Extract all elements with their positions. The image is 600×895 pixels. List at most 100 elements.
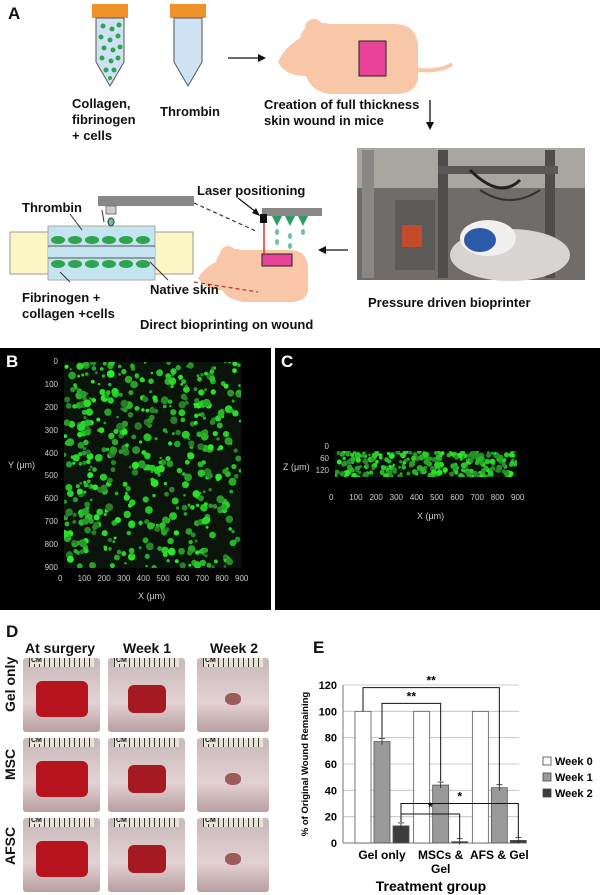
cell-dot: [117, 364, 122, 369]
cell-dot: [84, 526, 91, 534]
cell-dot: [371, 466, 375, 471]
cell-dot: [157, 473, 161, 477]
cell-dot: [512, 451, 516, 453]
cell-dot: [418, 454, 425, 461]
cell-dot: [130, 553, 134, 557]
tick-label: 200: [44, 402, 58, 412]
cell-dot: [128, 390, 134, 396]
cell-dot: [387, 469, 393, 475]
cell-dot: [76, 488, 83, 495]
cell-dot: [178, 409, 186, 417]
cell-dot: [453, 462, 458, 467]
cell-dot: [197, 469, 205, 477]
x-axis-title: X (μm): [138, 591, 166, 601]
cell-dot: [79, 482, 83, 485]
cell-dot: [65, 484, 73, 491]
ruler: CM: [203, 658, 263, 667]
cell-dot: [426, 461, 433, 467]
cell-dot: [82, 460, 87, 465]
cell-dot: [109, 563, 115, 568]
cell-dot: [209, 375, 216, 382]
cell-dot: [355, 469, 359, 473]
cell-dot: [164, 491, 169, 497]
cell-dot: [346, 459, 352, 465]
ruler: CM: [203, 738, 263, 747]
cell-dot: [103, 545, 107, 550]
cell-dot: [108, 432, 115, 440]
cell-dot: [105, 503, 114, 512]
cell-dot: [166, 559, 170, 563]
significance-label: **: [426, 674, 436, 688]
cell-dot: [138, 546, 142, 550]
cell-dot: [96, 508, 104, 516]
cell-dot: [70, 387, 76, 393]
cell-dot: [235, 536, 241, 542]
cell-dot: [183, 386, 190, 393]
cell-dot: [73, 383, 77, 387]
cell-dot: [89, 498, 93, 502]
cell-dot: [153, 408, 159, 414]
cell-dot: [116, 549, 122, 555]
bar: [373, 741, 391, 844]
cell-dot: [98, 427, 105, 434]
cell-dot: [144, 553, 150, 559]
cell-dot: [83, 447, 87, 451]
cell-dot: [192, 490, 201, 498]
cell-dot: [91, 530, 97, 536]
cell-dot: [111, 438, 119, 446]
cell-dot: [121, 429, 128, 435]
cell-dot: [105, 447, 110, 452]
thrombin-tube-icon: [170, 4, 206, 87]
skin-cross-section-icon: [9, 196, 194, 283]
tick-label: 60: [320, 454, 329, 463]
cell-dot: [216, 495, 225, 504]
wound-photo: CM: [197, 658, 269, 732]
cell-dot: [160, 396, 169, 405]
cell-dot: [188, 440, 195, 447]
cell-dot: [362, 458, 369, 465]
row-header-gel: Gel only: [2, 656, 18, 712]
cell-dot: [162, 516, 169, 524]
cell-dot: [215, 473, 223, 481]
cell-dot: [97, 382, 101, 386]
cell-dot: [181, 472, 186, 476]
cell-dot: [511, 458, 515, 462]
cell-dot: [179, 562, 186, 568]
cell-dot: [335, 469, 340, 475]
cell-dot: [181, 430, 190, 439]
cell-dot: [188, 539, 193, 545]
cell-dot: [131, 434, 137, 440]
cell-dot: [440, 451, 445, 456]
cell-dot: [107, 397, 114, 404]
cell-dot: [417, 451, 422, 454]
y-tick-label: 80: [325, 733, 337, 745]
cell-dot: [196, 374, 200, 378]
wound-area: [127, 765, 166, 793]
cell-dot: [211, 417, 216, 422]
cell-dot: [99, 473, 108, 481]
cell-dot: [83, 399, 92, 408]
cell-dot: [78, 462, 83, 466]
cell-dot: [89, 397, 92, 401]
cell-dot: [232, 368, 237, 374]
cell-dot: [200, 373, 204, 377]
cell-dot: [101, 374, 106, 378]
cell-dot: [167, 547, 176, 556]
cell-dot: [76, 362, 84, 370]
cell-dot: [152, 395, 158, 401]
cell-dot: [210, 389, 216, 395]
thrombin-tube-label: Thrombin: [160, 104, 220, 119]
cell-dot: [361, 452, 366, 458]
cell-dot: [157, 465, 165, 473]
cell-dot: [105, 390, 111, 396]
cell-dot: [170, 416, 178, 424]
cell-dot: [118, 392, 123, 397]
cell-dot: [72, 512, 77, 517]
bar: [354, 710, 372, 844]
cell-dot: [339, 471, 345, 477]
cell-dot: [351, 472, 357, 477]
row-header-afsc: AFSC: [2, 826, 18, 865]
cell-dot: [89, 562, 96, 568]
cell-dot: [194, 398, 200, 404]
